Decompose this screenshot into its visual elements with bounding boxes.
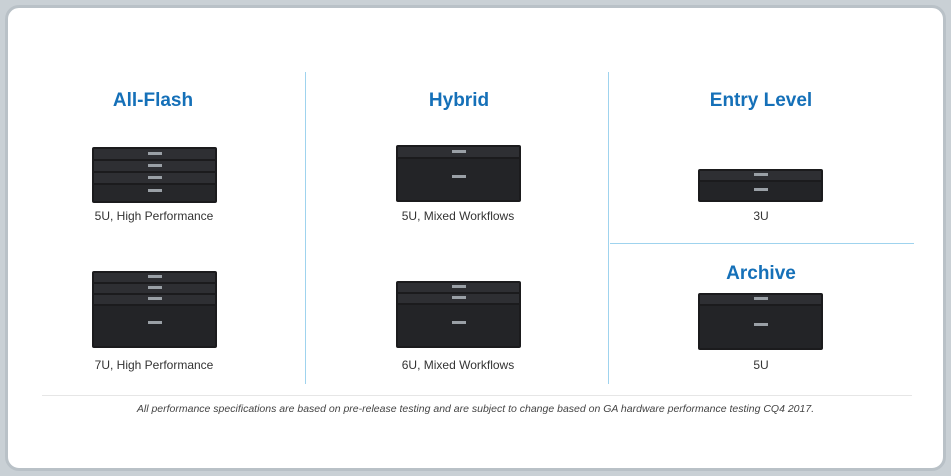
caption-entry-3u: 3U: [753, 209, 769, 223]
caption-hybrid-6u: 6U, Mixed Workflows: [401, 358, 515, 372]
server-7u-all-flash-image: [92, 271, 217, 348]
server-3u-entry-image: [698, 169, 823, 202]
server-5u-all-flash-image: [92, 147, 217, 203]
heading-entry-level: Entry Level: [709, 90, 813, 111]
heading-all-flash: All-Flash: [112, 90, 194, 111]
row-divider: [610, 243, 914, 244]
footer-divider: [42, 395, 912, 396]
caption-all-flash-5u: 5U, High Performance: [94, 209, 214, 223]
server-5u-hybrid-image: [396, 145, 521, 202]
heading-archive: Archive: [726, 263, 796, 284]
server-6u-hybrid-image: [396, 281, 521, 348]
footnote: All performance specifications are based…: [136, 403, 815, 415]
caption-hybrid-5u: 5U, Mixed Workflows: [401, 209, 515, 223]
column-divider: [608, 72, 609, 384]
caption-archive-5u: 5U: [753, 358, 769, 372]
column-divider: [305, 72, 306, 384]
caption-all-flash-7u: 7U, High Performance: [94, 358, 214, 372]
server-5u-archive-image: [698, 293, 823, 350]
heading-hybrid: Hybrid: [428, 90, 490, 111]
content-card: [5, 5, 946, 471]
